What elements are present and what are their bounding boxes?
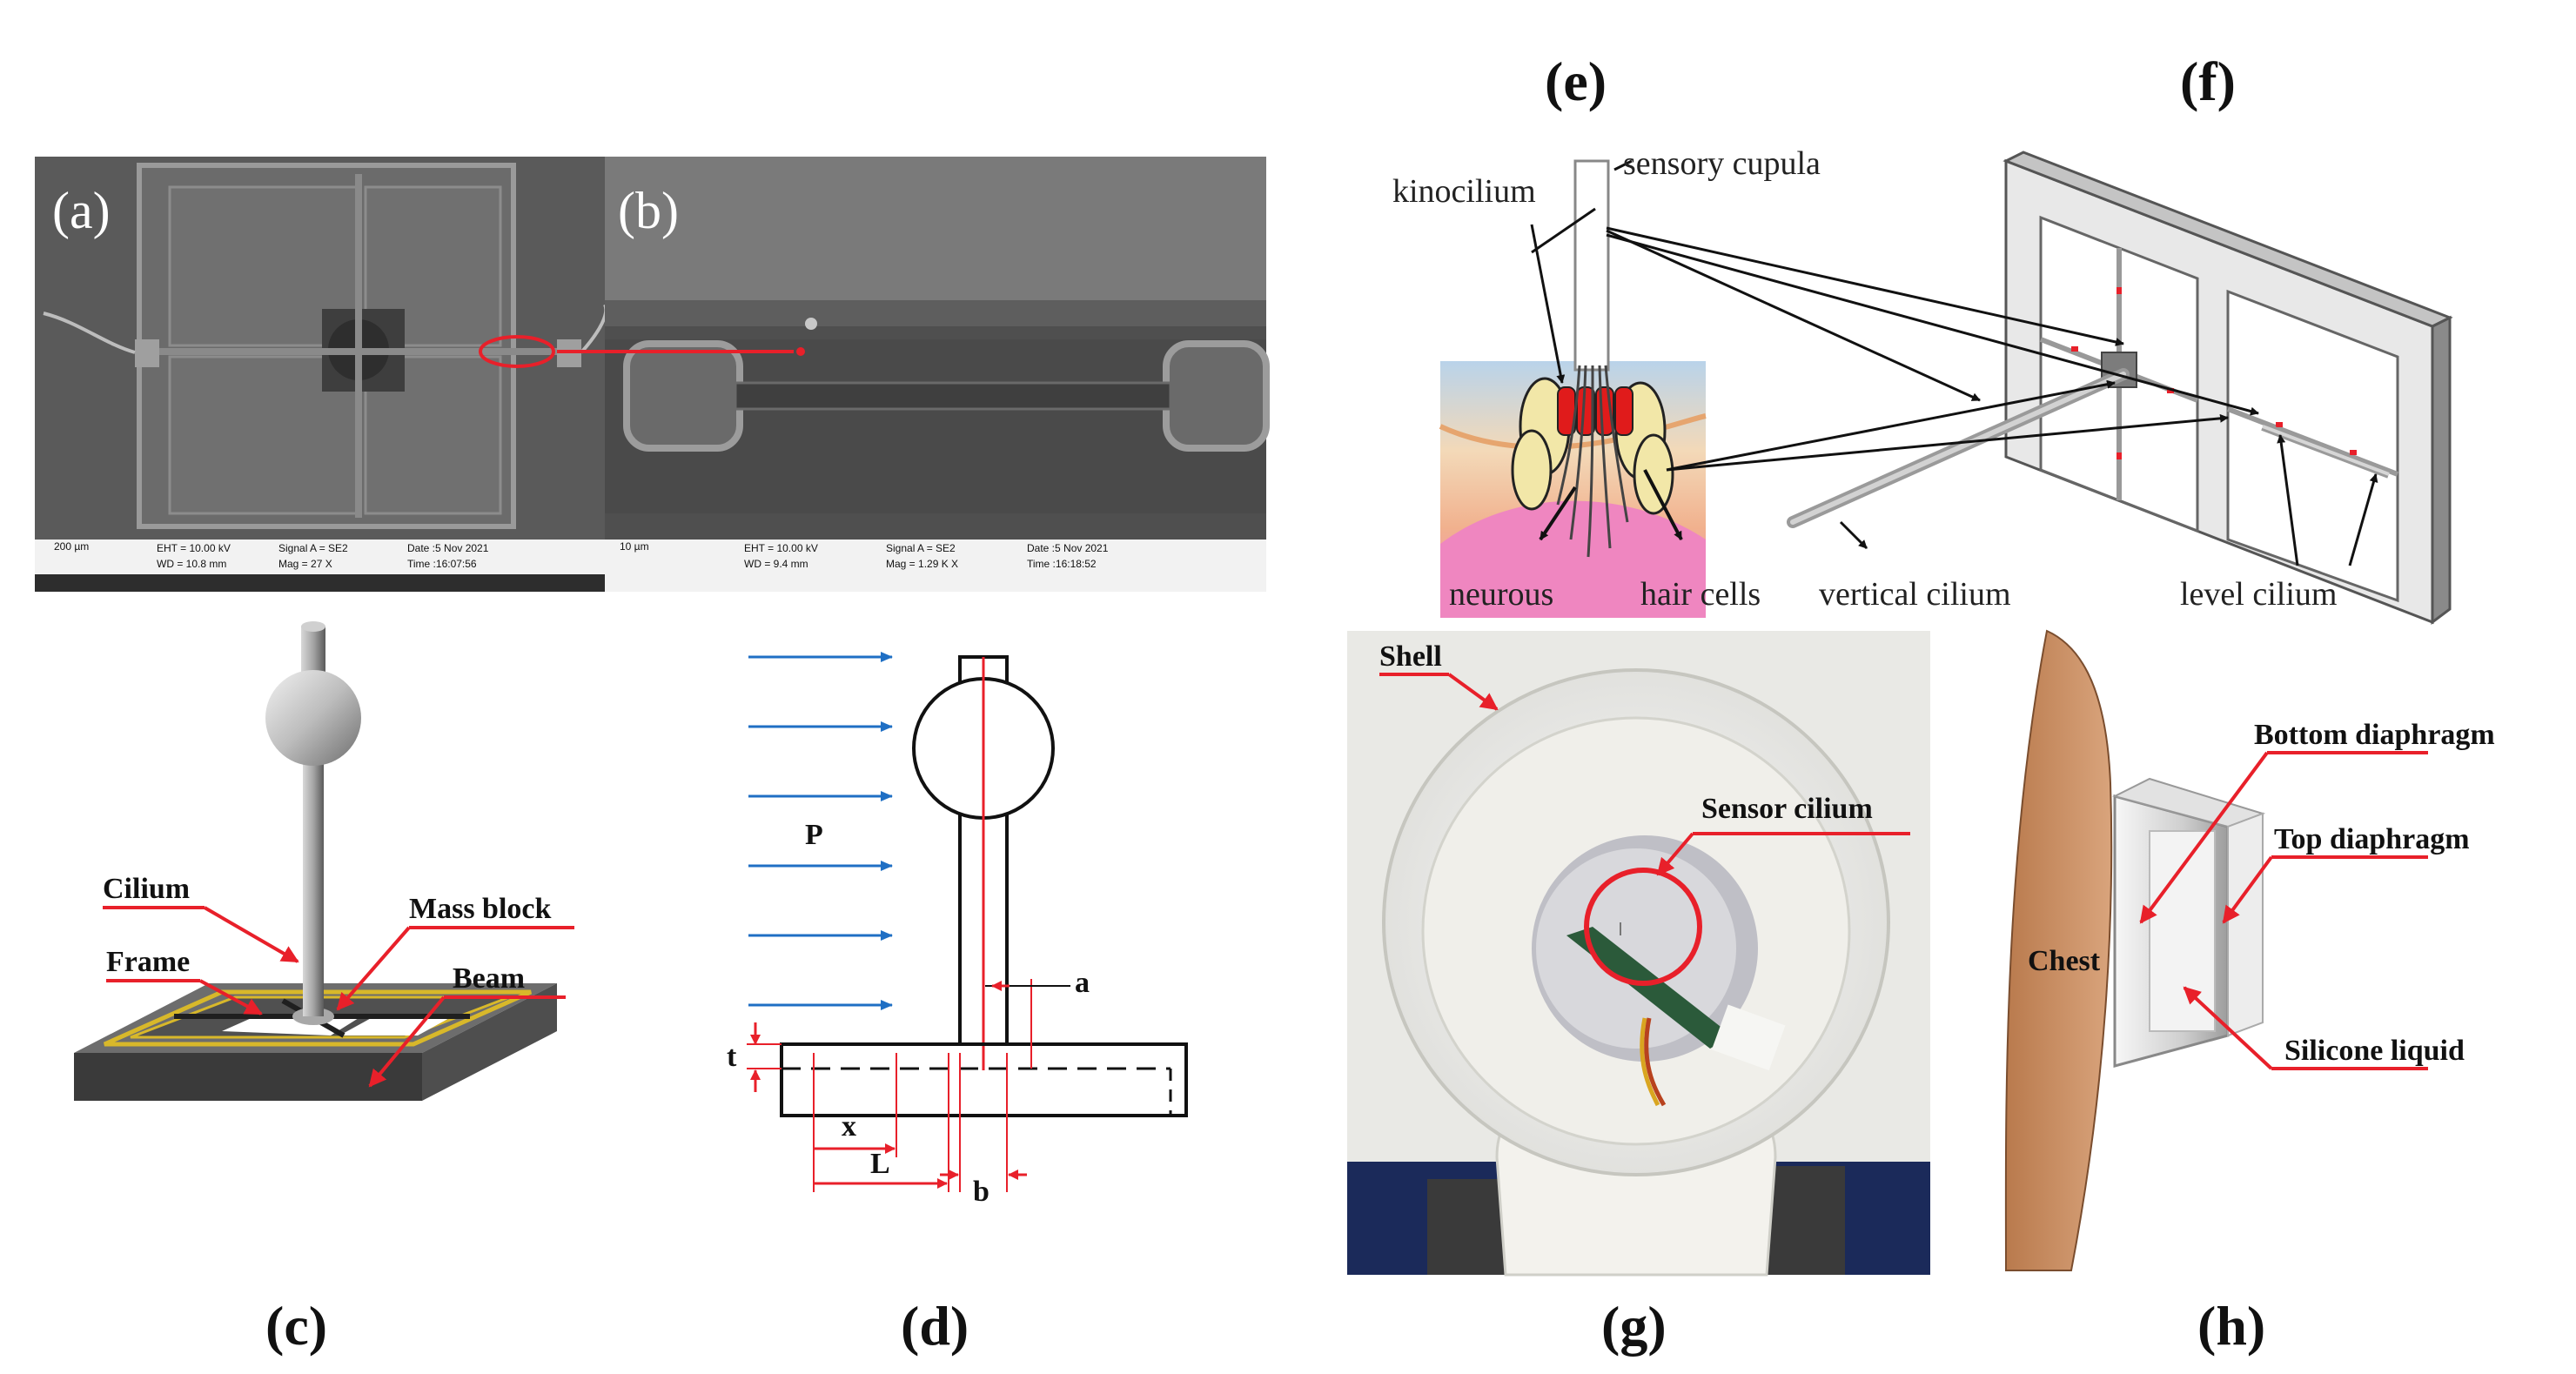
panel-c-3d-model: Cilium Mass block Frame Beam: [74, 621, 574, 1101]
pressure-arrows: [748, 652, 893, 1010]
panel-b-label: (b): [618, 182, 679, 239]
label-sensor-cilium: Sensor cilium: [1701, 793, 1873, 825]
panel-b-sem-image: (b) 10 µm EHT = 10.00 kV WD = 9.4 mm Sig…: [605, 157, 1270, 592]
panel-b-signal: Signal A = SE2: [886, 542, 956, 554]
panel-b-time: Time :16:18:52: [1027, 558, 1097, 570]
panel-h-label: (h): [2197, 1295, 2265, 1357]
label-p: P: [805, 819, 823, 851]
label-vertical-cilium: vertical cilium: [1819, 576, 2011, 613]
panel-b-wd: WD = 9.4 mm: [744, 558, 808, 570]
panel-a-label: (a): [52, 182, 111, 239]
label-L: L: [870, 1148, 890, 1180]
label-hair-cells: hair cells: [1640, 576, 1761, 613]
panel-a-mag: Mag = 27 X: [278, 558, 332, 570]
panel-a-date: Date :5 Nov 2021: [407, 542, 489, 554]
panel-a-scale: 200 µm: [54, 540, 89, 553]
panel-a-signal: Signal A = SE2: [278, 542, 348, 554]
panel-d-label: (d): [901, 1295, 969, 1357]
panel-a-sem-image: (a) 200 µm EHT = 10.00 kV WD = 10.8 mm S…: [35, 157, 608, 592]
panel-e-hair-cell-illustration: kinocilium sensory cupula neurous hair c…: [1392, 145, 1821, 618]
panel-a-time: Time :16:07:56: [407, 558, 477, 570]
label-cilium: Cilium: [103, 873, 190, 905]
panel-b-date: Date :5 Nov 2021: [1027, 542, 1109, 554]
label-beam: Beam: [453, 962, 525, 995]
label-b: b: [973, 1176, 989, 1208]
panel-f-frame-model: vertical cilium level cilium: [1606, 151, 2453, 625]
panel-b-scale: 10 µm: [620, 540, 649, 553]
panel-g-photo: Shell Sensor cilium: [1347, 631, 1930, 1277]
panel-g-label: (g): [1601, 1295, 1667, 1357]
panel-b-eht: EHT = 10.00 kV: [744, 542, 818, 554]
panel-f-label: (f): [2180, 50, 2236, 112]
label-sensory-cupula: sensory cupula: [1623, 145, 1821, 182]
label-neurous: neurous: [1449, 576, 1553, 613]
panel-c-label: (c): [265, 1295, 327, 1357]
label-chest: Chest: [2028, 945, 2101, 977]
panel-b-mag: Mag = 1.29 K X: [886, 558, 958, 570]
sphere: [265, 670, 361, 766]
chest-shape: [2004, 629, 2113, 1271]
panel-a-wd: WD = 10.8 mm: [157, 558, 226, 570]
label-silicone-liquid: Silicone liquid: [2284, 1035, 2465, 1067]
label-level-cilium: level cilium: [2180, 576, 2337, 613]
label-frame: Frame: [106, 946, 190, 978]
panel-e-label: (e): [1545, 50, 1607, 112]
label-bottom-diaphragm: Bottom diaphragm: [2254, 719, 2495, 751]
label-a: a: [1075, 967, 1090, 999]
panel-a-eht: EHT = 10.00 kV: [157, 542, 231, 554]
label-x: x: [842, 1110, 856, 1143]
label-top-diaphragm: Top diaphragm: [2274, 823, 2470, 855]
label-t: t: [727, 1041, 737, 1073]
label-kinocilium: kinocilium: [1392, 173, 1536, 210]
panel-d-schematic: P a t x L b: [727, 652, 1188, 1208]
label-shell: Shell: [1379, 640, 1442, 673]
label-mass-block: Mass block: [409, 893, 552, 925]
panel-h-device: Bottom diaphragm Top diaphragm Chest Sil…: [2004, 629, 2495, 1271]
